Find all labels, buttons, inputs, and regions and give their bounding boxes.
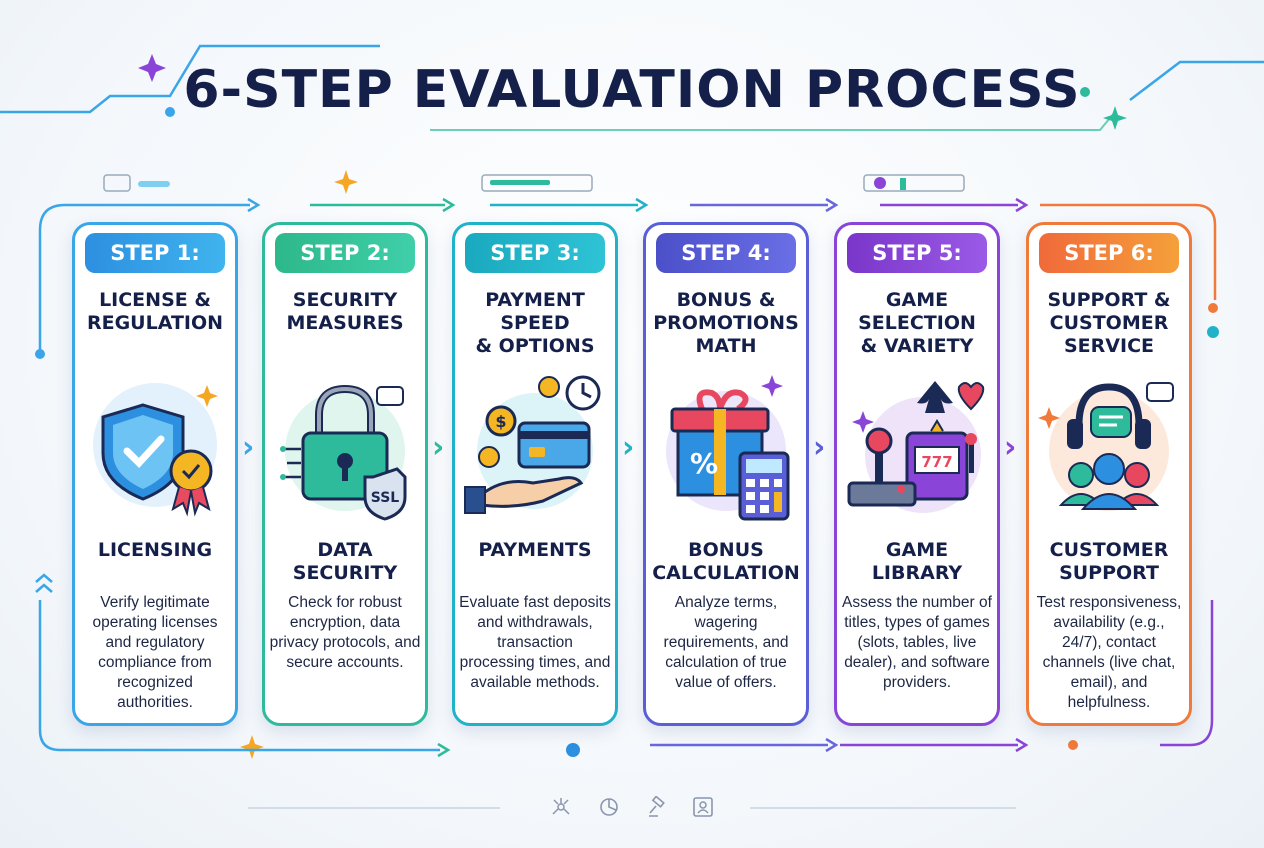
step-badge: STEP 4: <box>656 233 796 273</box>
step-description: Evaluate fast deposits and withdrawals, … <box>459 594 611 691</box>
step-card-6: STEP 6: SUPPORT & CUSTOMER SERVICE CUSTO… <box>1026 222 1192 726</box>
step-description: Verify legitimate operating licenses and… <box>92 594 218 711</box>
step-badge: STEP 2: <box>275 233 415 273</box>
gavel-icon <box>646 795 668 818</box>
step-description: Analyze terms, wagering requirements, an… <box>663 594 789 691</box>
svg-text:SSL: SSL <box>371 490 400 506</box>
step-heading: LICENSE & REGULATION <box>86 289 224 334</box>
step-subheading: PAYMENTS <box>478 539 592 561</box>
network-icon <box>550 796 572 818</box>
padlock-ssl-icon: SSL <box>273 365 417 525</box>
slot-machine-icon: 777 <box>845 365 989 525</box>
step-card-4: STEP 4: BONUS & PROMOTIONS MATH % BONUS … <box>643 222 809 726</box>
step-heading: SECURITY MEASURES <box>286 289 404 334</box>
step-card-3: STEP 3: PAYMENT SPEED & OPTIONS $ PAYMEN… <box>452 222 618 726</box>
payment-hand-icon: $ <box>463 365 607 525</box>
svg-text:%: % <box>690 447 718 480</box>
step-connector-chevron-icon: › <box>432 430 445 465</box>
step-connector-chevron-icon: › <box>1004 430 1017 465</box>
step-heading: PAYMENT SPEED & OPTIONS <box>475 289 595 357</box>
step-description: Test responsiveness, availability (e.g.,… <box>1036 594 1182 711</box>
headset-team-icon <box>1037 365 1181 525</box>
step-subheading: LICENSING <box>97 539 213 561</box>
svg-text:777: 777 <box>921 453 952 471</box>
step-subheading: DATA SECURITY <box>292 539 398 584</box>
step-badge: STEP 5: <box>847 233 987 273</box>
step-badge: STEP 6: <box>1039 233 1179 273</box>
step-badge: STEP 1: <box>85 233 225 273</box>
step-subheading: BONUS CALCULATION <box>652 539 800 584</box>
svg-text:$: $ <box>495 412 506 431</box>
step-connector-chevron-icon: › <box>813 430 826 465</box>
step-heading: SUPPORT & CUSTOMER SERVICE <box>1047 289 1171 357</box>
page-title: 6-STEP EVALUATION PROCESS <box>183 60 1081 120</box>
gift-calculator-icon: % <box>654 365 798 525</box>
step-description: Check for robust encryption, data privac… <box>269 594 421 671</box>
step-connector-chevron-icon: › <box>242 430 255 465</box>
step-subheading: GAME LIBRARY <box>871 539 963 584</box>
step-heading: GAME SELECTION & VARIETY <box>858 289 976 357</box>
step-heading: BONUS & PROMOTIONS MATH <box>653 289 799 357</box>
step-description: Assess the number of titles, types of ga… <box>842 594 992 691</box>
step-connector-chevron-icon: › <box>622 430 635 465</box>
pie-chart-icon <box>598 796 620 818</box>
shield-badge-icon <box>83 365 227 525</box>
step-card-5: STEP 5: GAME SELECTION & VARIETY 777 GAM… <box>834 222 1000 726</box>
step-badge: STEP 3: <box>465 233 605 273</box>
profile-card-icon <box>692 796 714 818</box>
step-subheading: CUSTOMER SUPPORT <box>1049 539 1169 584</box>
step-card-1: STEP 1: LICENSE & REGULATION LICENSING V… <box>72 222 238 726</box>
step-card-2: STEP 2: SECURITY MEASURES SSL DATA SECUR… <box>262 222 428 726</box>
